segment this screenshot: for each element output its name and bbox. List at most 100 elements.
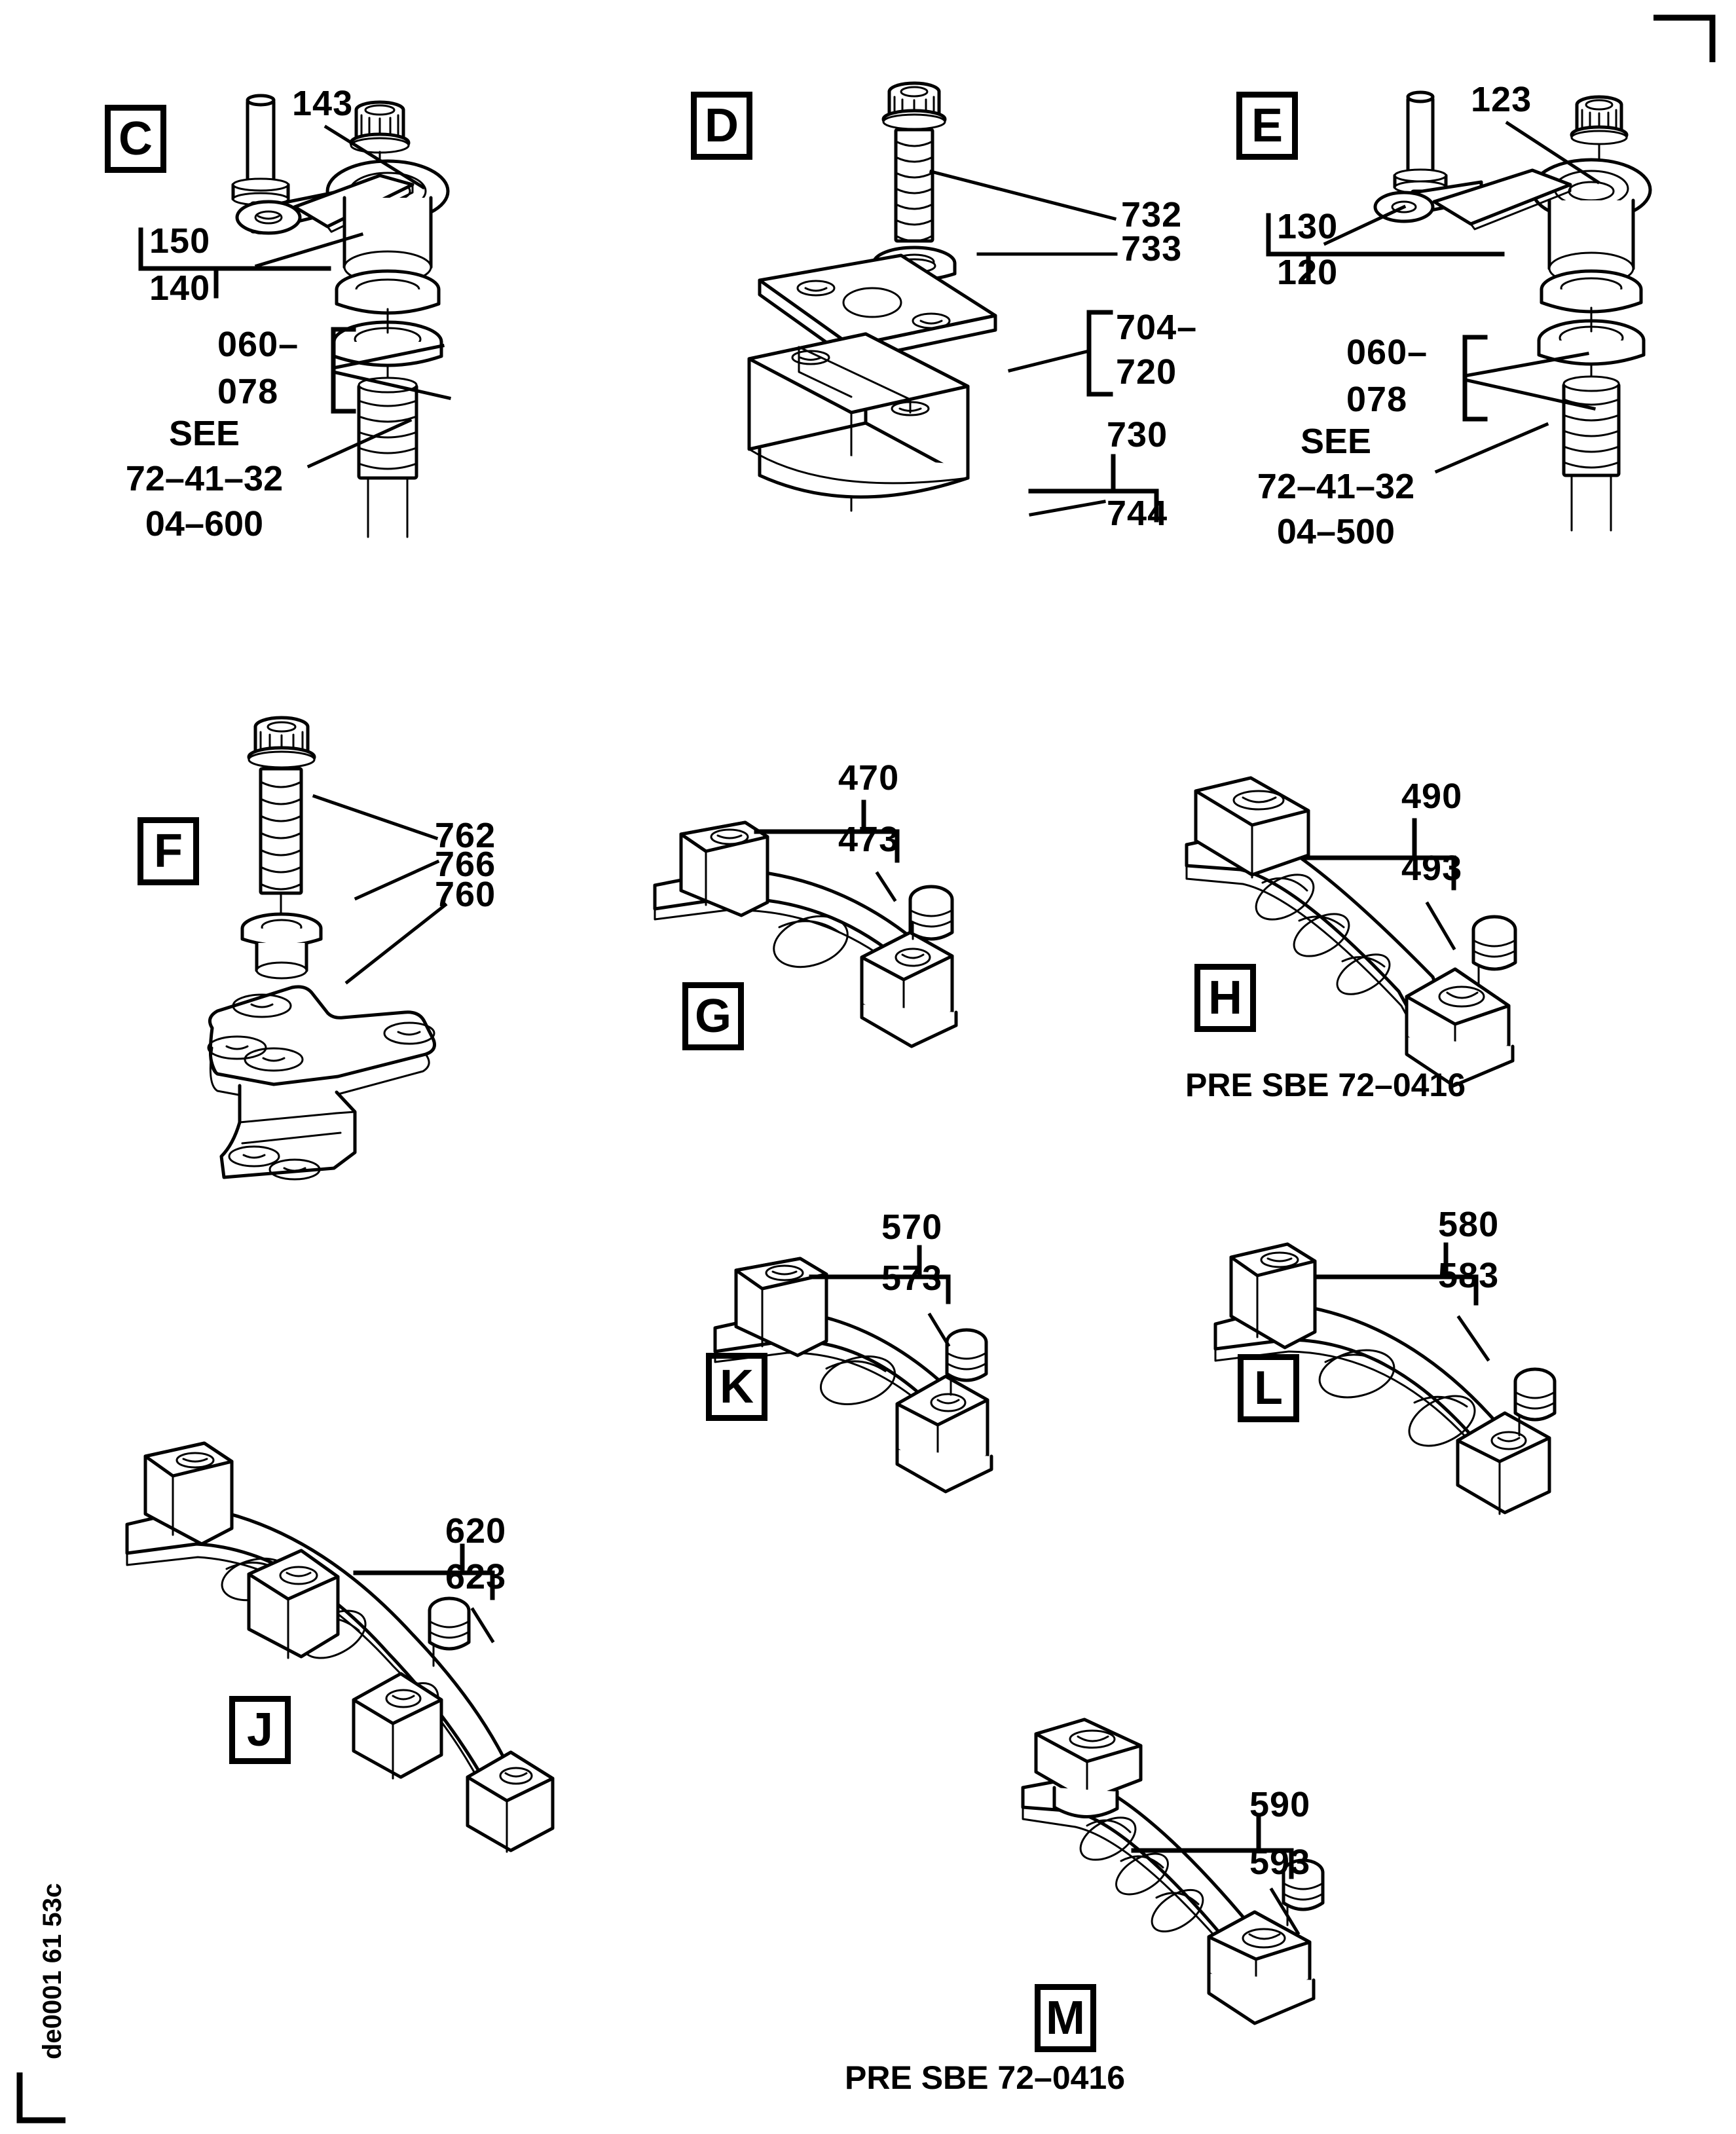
see-note-e-line1: SEE (1300, 422, 1372, 461)
insert-623 (428, 1596, 471, 1667)
section-c: C (0, 0, 576, 576)
section-d-artwork (747, 81, 997, 512)
block-620-3 (352, 1672, 443, 1780)
callout-490: 490 (1401, 777, 1463, 816)
section-h: H (1146, 740, 1670, 1107)
callout-078-e: 078 (1346, 380, 1408, 419)
callout-762: 762 (435, 816, 496, 855)
section-g: G (642, 740, 1087, 1100)
section-letter-c: C (105, 105, 166, 173)
section-j: J (98, 1362, 674, 1853)
section-k: K (674, 1192, 1120, 1494)
leader-733 (976, 252, 1118, 256)
block-590-upper (1034, 1718, 1143, 1818)
callout-150: 150 (149, 221, 211, 261)
section-letter-l: L (1238, 1354, 1299, 1422)
caption-m: PRE SBE 72–0416 (845, 2059, 1126, 2096)
block-730-744 (747, 332, 970, 512)
block-620-1 (143, 1441, 234, 1546)
callout-730: 730 (1107, 415, 1168, 454)
section-letter-f: F (138, 817, 199, 885)
section-l-artwork (1213, 1242, 1557, 1515)
leader-580-583 (1316, 1242, 1490, 1362)
callout-720: 720 (1116, 352, 1177, 392)
section-letter-m: M (1035, 1984, 1096, 2052)
section-k-artwork (713, 1257, 993, 1494)
block-470-right (860, 930, 958, 1048)
section-d: D (655, 0, 1218, 589)
block-490-lower (1405, 967, 1515, 1088)
section-letter-d: D (691, 92, 752, 160)
callout-060: 060– (217, 325, 299, 364)
section-letter-j: J (229, 1696, 291, 1764)
leader-730-744 (1028, 454, 1159, 523)
section-m-artwork (1021, 1718, 1325, 2025)
section-h-artwork (1185, 776, 1517, 1088)
callout-473: 473 (838, 820, 900, 859)
bracket-760 (207, 985, 436, 1181)
see-note-c-line3: 04–600 (145, 504, 264, 544)
arm-120 (1373, 158, 1652, 285)
callout-570: 570 (881, 1207, 943, 1247)
see-note-e: SEE 72–41–32 04–500 (1218, 419, 1454, 555)
corner-mark-bottom-left (16, 2072, 65, 2124)
leader-150-140 (138, 227, 364, 299)
insert-583 (1513, 1367, 1557, 1437)
insert-473 (908, 885, 954, 941)
caption-h: PRE SBE 72–0416 (1185, 1067, 1466, 1103)
leader-490-493 (1304, 818, 1456, 951)
leader-see-e (1434, 422, 1549, 474)
see-note-e-line3: 04–500 (1276, 512, 1395, 552)
leader-060-078-e (1462, 335, 1596, 422)
section-letter-k: K (706, 1353, 767, 1421)
callout-766: 766 (435, 845, 496, 884)
insert-573 (945, 1328, 988, 1396)
section-letter-e: E (1236, 92, 1298, 160)
washers-060-078 (332, 269, 443, 367)
section-e: E (1211, 0, 1735, 589)
block-580-left (1229, 1242, 1317, 1350)
washers-060-078-e (1537, 269, 1646, 366)
nut-143 (349, 100, 411, 172)
block-470-left (679, 820, 769, 917)
section-g-artwork (653, 820, 958, 1048)
callout-060-e: 060– (1346, 333, 1428, 372)
leader-762 (312, 794, 439, 841)
callout-732: 732 (1121, 195, 1183, 234)
leader-see-c (306, 418, 413, 469)
section-letter-g: G (682, 982, 744, 1050)
block-570-left (734, 1257, 828, 1357)
drawing-id-text: de0001 61 53c (38, 1883, 67, 2059)
leader-130-120 (1266, 204, 1505, 284)
callout-580: 580 (1438, 1205, 1500, 1244)
leader-570-573 (809, 1245, 951, 1348)
see-note-c: SEE 72–41–32 04–600 (86, 411, 322, 547)
see-note-c-line2: 72–41–32 (125, 459, 284, 499)
leader-760 (344, 902, 448, 985)
section-c-artwork (231, 94, 450, 538)
plate-704-720 (758, 253, 997, 362)
nut-123 (1570, 95, 1629, 162)
leader-732 (929, 169, 1117, 221)
block-570-right (895, 1374, 993, 1494)
callout-470: 470 (838, 758, 900, 798)
leader-766 (354, 859, 440, 901)
see-note-c-line1: SEE (168, 414, 240, 453)
leader-620-623 (353, 1543, 495, 1644)
bolt-762 (247, 716, 316, 918)
corner-mark-top-right (1653, 14, 1716, 62)
section-l: L (1185, 1192, 1644, 1515)
section-f-artwork (207, 716, 436, 1181)
callout-733: 733 (1121, 229, 1183, 268)
insert-493 (1471, 915, 1517, 987)
arm-140 (235, 159, 450, 284)
block-620-2 (247, 1549, 340, 1659)
leader-704-720 (1007, 310, 1113, 397)
callout-620: 620 (445, 1511, 507, 1551)
leader-470-473 (754, 800, 900, 902)
section-e-artwork (1373, 90, 1652, 532)
stud-150 (231, 94, 290, 234)
bushing-766 (240, 912, 323, 980)
callout-140: 140 (149, 268, 211, 308)
